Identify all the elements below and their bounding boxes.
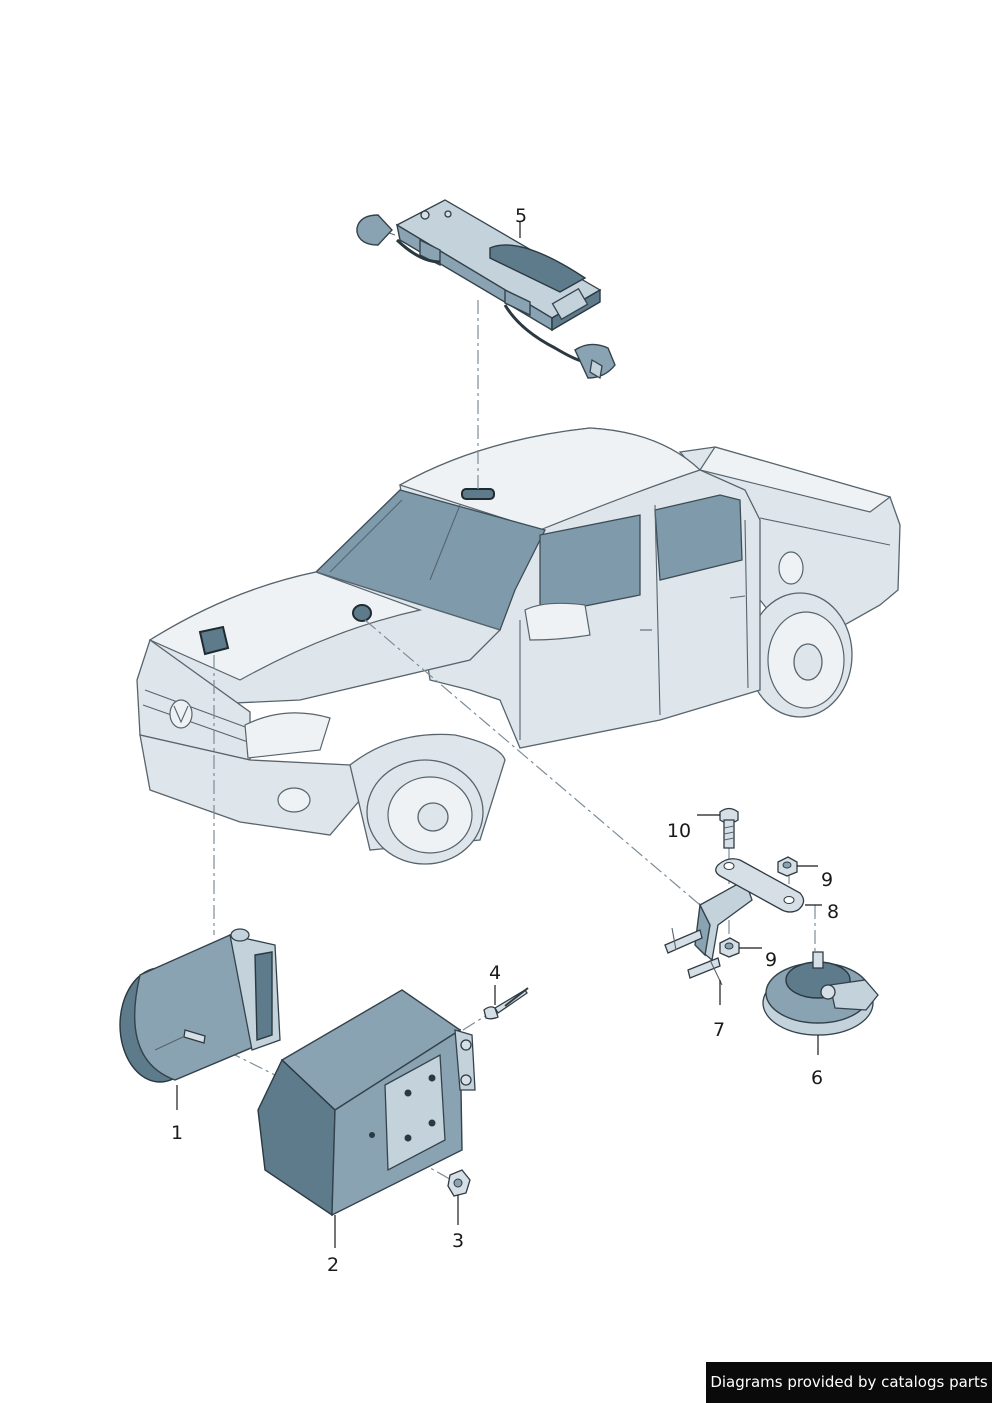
callout-labels: 1 2 3 4 5 6 7 8 9 9 10 — [171, 205, 839, 1276]
callout-5: 5 — [515, 205, 527, 227]
part-9-nut-lower — [719, 937, 740, 958]
part-1-horn — [119, 928, 281, 1083]
part-4-rivet — [483, 987, 529, 1020]
callout-9-upper: 9 — [821, 869, 833, 891]
part-8-bracket-plate — [715, 858, 805, 913]
callout-1: 1 — [171, 1122, 183, 1144]
part-3-nut — [447, 1169, 471, 1197]
callout-4: 4 — [489, 962, 501, 984]
part-10-bolt — [719, 807, 739, 849]
vehicle-illustration — [136, 427, 901, 865]
marker-horn-location — [198, 625, 230, 656]
callout-10: 10 — [667, 820, 691, 842]
part-9-nut-upper — [777, 856, 798, 877]
callout-6: 6 — [811, 1067, 823, 1089]
marker-roof-module — [461, 488, 495, 500]
callout-7: 7 — [713, 1019, 725, 1041]
callout-8: 8 — [827, 901, 839, 923]
part-6-disc-horn — [762, 951, 879, 1036]
credit-banner: Diagrams provided by catalogs parts — [706, 1362, 992, 1403]
part-7-bracket — [664, 879, 753, 986]
callout-3: 3 — [452, 1230, 464, 1252]
part-2-alarm-siren — [257, 989, 476, 1217]
callout-9-lower: 9 — [765, 949, 777, 971]
leader-lines — [176, 222, 822, 1248]
part-5-interior-monitoring-module — [356, 199, 616, 380]
callout-2: 2 — [327, 1254, 339, 1276]
marker-siren-location — [352, 604, 372, 622]
